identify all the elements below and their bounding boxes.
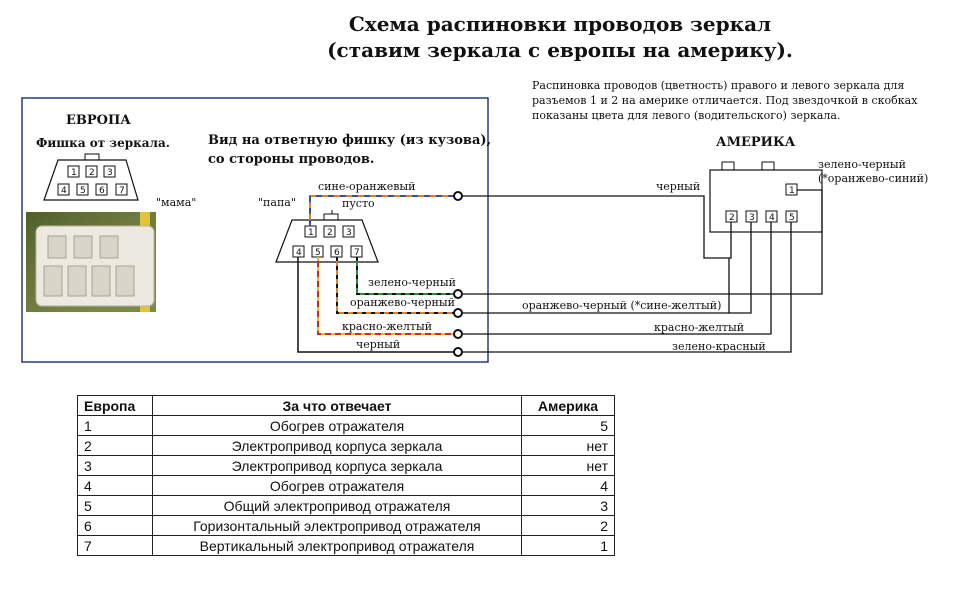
america-wires xyxy=(462,189,823,353)
cell-america: 5 xyxy=(521,415,615,436)
cell-europe: 6 xyxy=(77,515,153,536)
plug-pin-label: 3 xyxy=(107,168,113,178)
cell-europe: 5 xyxy=(77,495,153,516)
europe-plug-drawing: 1 2 3 4 5 6 7 xyxy=(43,153,139,201)
europe-header: ЕВРОПА xyxy=(66,113,131,128)
junction xyxy=(453,308,463,318)
cell-europe: 4 xyxy=(77,475,153,496)
col-header-europe: Европа xyxy=(77,395,153,416)
view-label-line1: Вид на ответную фишку (из кузова), xyxy=(208,133,491,148)
us-wire-label-red-yellow: красно-желтый xyxy=(654,321,744,334)
cell-america: 2 xyxy=(521,515,615,536)
plug-pin xyxy=(76,183,89,196)
plug-pin-label: 6 xyxy=(99,186,105,196)
america-header: АМЕРИКА xyxy=(716,135,796,150)
socket-pin-label: 5 xyxy=(315,248,321,258)
table-row: 1 Обогрев отражателя 5 xyxy=(77,415,615,436)
plug-pin-label: 7 xyxy=(119,186,125,196)
plug-pin-label: 2 xyxy=(89,168,95,178)
america-pin1-label: зелено-черный xyxy=(818,158,906,171)
cell-function: Обогрев отражателя xyxy=(152,475,522,496)
america-connector-drawing: 1 2 3 4 5 xyxy=(709,161,823,233)
cell-europe: 2 xyxy=(77,435,153,456)
plug-photo xyxy=(26,212,156,312)
plug-pin-label: 4 xyxy=(61,186,67,196)
cell-europe: 1 xyxy=(77,415,153,436)
us-wire-label-black: черный xyxy=(656,180,700,193)
wire-label-black: черный xyxy=(356,338,400,351)
socket-pin-label: 4 xyxy=(296,248,302,258)
junction xyxy=(453,347,463,357)
us-wire-label-orange-black: оранжево-черный (*сине-желтый) xyxy=(522,299,721,312)
table-row: 7 Вертикальный электропривод отражателя … xyxy=(77,535,615,556)
europe-socket-drawing: 1 2 3 4 5 6 7 xyxy=(275,213,379,263)
plug-pin xyxy=(57,183,70,196)
america-pin-label: 4 xyxy=(769,213,775,223)
us-wire-label-green-red: зелено-красный xyxy=(672,340,766,353)
table-row: 2 Электропривод корпуса зеркала нет xyxy=(77,435,615,456)
col-header-function: За что отвечает xyxy=(152,395,522,416)
page-subtitle: (ставим зеркала с европы на америку). xyxy=(327,38,793,62)
junction xyxy=(453,191,463,201)
table-row: 6 Горизонтальный электропривод отражател… xyxy=(77,515,615,536)
cell-function: Горизонтальный электропривод отражателя xyxy=(152,515,522,536)
socket-pin xyxy=(323,225,336,238)
america-pin-label: 3 xyxy=(749,213,755,223)
wire-label-orange-black: оранжево-черный xyxy=(350,296,455,309)
plug-pin xyxy=(85,165,98,178)
junction xyxy=(453,329,463,339)
europe-frame xyxy=(21,97,489,363)
wire-black xyxy=(297,257,458,353)
cell-function: Электропривод корпуса зеркала xyxy=(152,455,522,476)
america-pin-label: 2 xyxy=(729,213,735,223)
cell-function: Общий электропривод отражателя xyxy=(152,495,522,516)
cell-america: нет xyxy=(521,455,615,476)
wire-blue-orange-stripe xyxy=(309,195,458,226)
wire-label-red-yellow: красно-желтый xyxy=(342,320,432,333)
table-row: 4 Обогрев отражателя 4 xyxy=(77,475,615,496)
cell-america: 3 xyxy=(521,495,615,516)
mama-label: "мама" xyxy=(156,196,196,209)
pinout-note: Распиновка проводов (цветность) правого … xyxy=(532,79,918,122)
plug-pin xyxy=(95,183,108,196)
socket-pin-label: 6 xyxy=(334,248,340,258)
plug-label: Фишка от зеркала. xyxy=(36,136,170,150)
plug-pin-label: 5 xyxy=(80,186,86,196)
cell-america: нет xyxy=(521,435,615,456)
plug-pin-label: 1 xyxy=(71,168,77,178)
cell-america: 1 xyxy=(521,535,615,556)
socket-pin-label: 2 xyxy=(327,228,333,238)
table-row: 3 Электропривод корпуса зеркала нет xyxy=(77,455,615,476)
wire-label-green-black: зелено-черный xyxy=(368,276,456,289)
america-pin1-label-alt: (*оранжево-синий) xyxy=(818,172,928,185)
socket-pin xyxy=(342,225,355,238)
cell-europe: 3 xyxy=(77,455,153,476)
table-header-row: Европа За что отвечает Америка xyxy=(77,395,615,416)
socket-pin-label: 1 xyxy=(308,228,314,238)
cell-function: Обогрев отражателя xyxy=(152,415,522,436)
wire-label-blue-orange: сине-оранжевый xyxy=(318,180,416,193)
table-row: 5 Общий электропривод отражателя 3 xyxy=(77,495,615,516)
cell-europe: 7 xyxy=(77,535,153,556)
pinout-table: Европа За что отвечает Америка 1 Обогрев… xyxy=(77,395,615,556)
socket-pin-label: 7 xyxy=(354,248,360,258)
view-label-line2: со стороны проводов. xyxy=(208,152,374,167)
plug-pin xyxy=(115,183,128,196)
cell-function: Электропривод корпуса зеркала xyxy=(152,435,522,456)
plug-pin xyxy=(67,165,80,178)
empty-label: пусто xyxy=(342,197,375,210)
socket-pin-label: 3 xyxy=(346,228,352,238)
col-header-america: Америка xyxy=(521,395,615,416)
cell-america: 4 xyxy=(521,475,615,496)
papa-label: "папа" xyxy=(258,196,296,209)
cell-function: Вертикальный электропривод отражателя xyxy=(152,535,522,556)
plug-pin xyxy=(103,165,116,178)
america-pin-label: 1 xyxy=(789,186,795,196)
america-pin-label: 5 xyxy=(789,213,795,223)
page-title: Схема распиновки проводов зеркал xyxy=(348,12,772,36)
junction xyxy=(453,289,463,299)
